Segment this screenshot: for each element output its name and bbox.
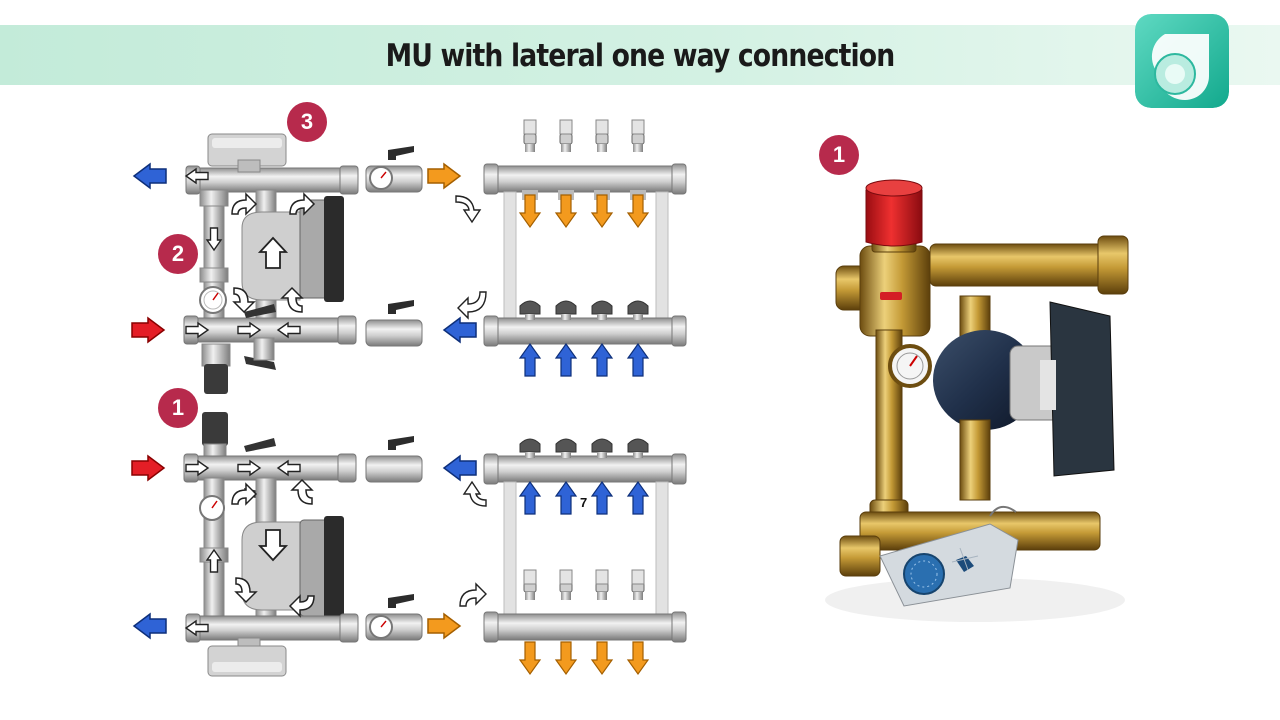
product-photo — [825, 179, 1129, 622]
bottom-ball-valve-return — [365, 436, 423, 483]
bottom-ball-valve-supply — [365, 594, 423, 641]
circuit-label: 7 — [580, 495, 588, 510]
bottom-manifold — [483, 438, 687, 643]
logo-icon — [1135, 14, 1229, 108]
title-band — [0, 25, 1280, 85]
top-color-arrows — [131, 163, 649, 377]
badge-photo: 1 — [819, 135, 859, 175]
top-ball-valve-supply — [365, 146, 423, 193]
bottom-mixing-unit — [183, 412, 359, 677]
badge-top-pump: 2 — [158, 234, 198, 274]
badge-bottom-unit: 1 — [158, 388, 198, 428]
page-title: MU with lateral one way connection — [385, 38, 896, 74]
top-ball-valve-return — [365, 300, 423, 347]
top-manifold — [483, 119, 687, 347]
bottom-color-arrows — [131, 455, 649, 675]
badge-top-valve: 3 — [287, 102, 327, 142]
top-mixing-unit — [183, 133, 359, 394]
